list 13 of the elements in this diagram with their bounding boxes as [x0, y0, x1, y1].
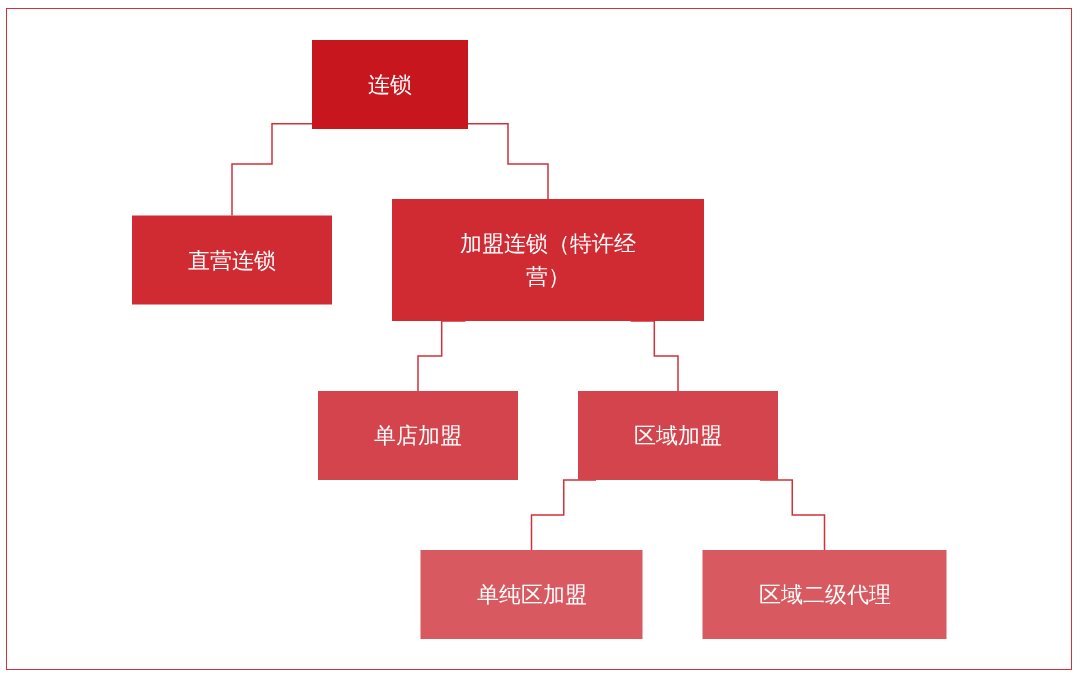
node-box: 连锁: [311, 39, 468, 129]
connector: [467, 122, 549, 200]
node-box: 单纯区加盟: [420, 549, 643, 639]
connector: [629, 319, 679, 392]
node-box: 区域加盟: [577, 390, 778, 480]
connector: [530, 478, 597, 551]
connector: [231, 122, 313, 216]
connector: [417, 319, 466, 392]
node-box: 加盟连锁（特许经营）: [391, 198, 704, 321]
node-box: 单店加盟: [317, 390, 518, 480]
connector: [759, 478, 825, 551]
node-box: 区域二级代理: [702, 549, 947, 639]
node-box: 直营连锁: [131, 215, 332, 304]
